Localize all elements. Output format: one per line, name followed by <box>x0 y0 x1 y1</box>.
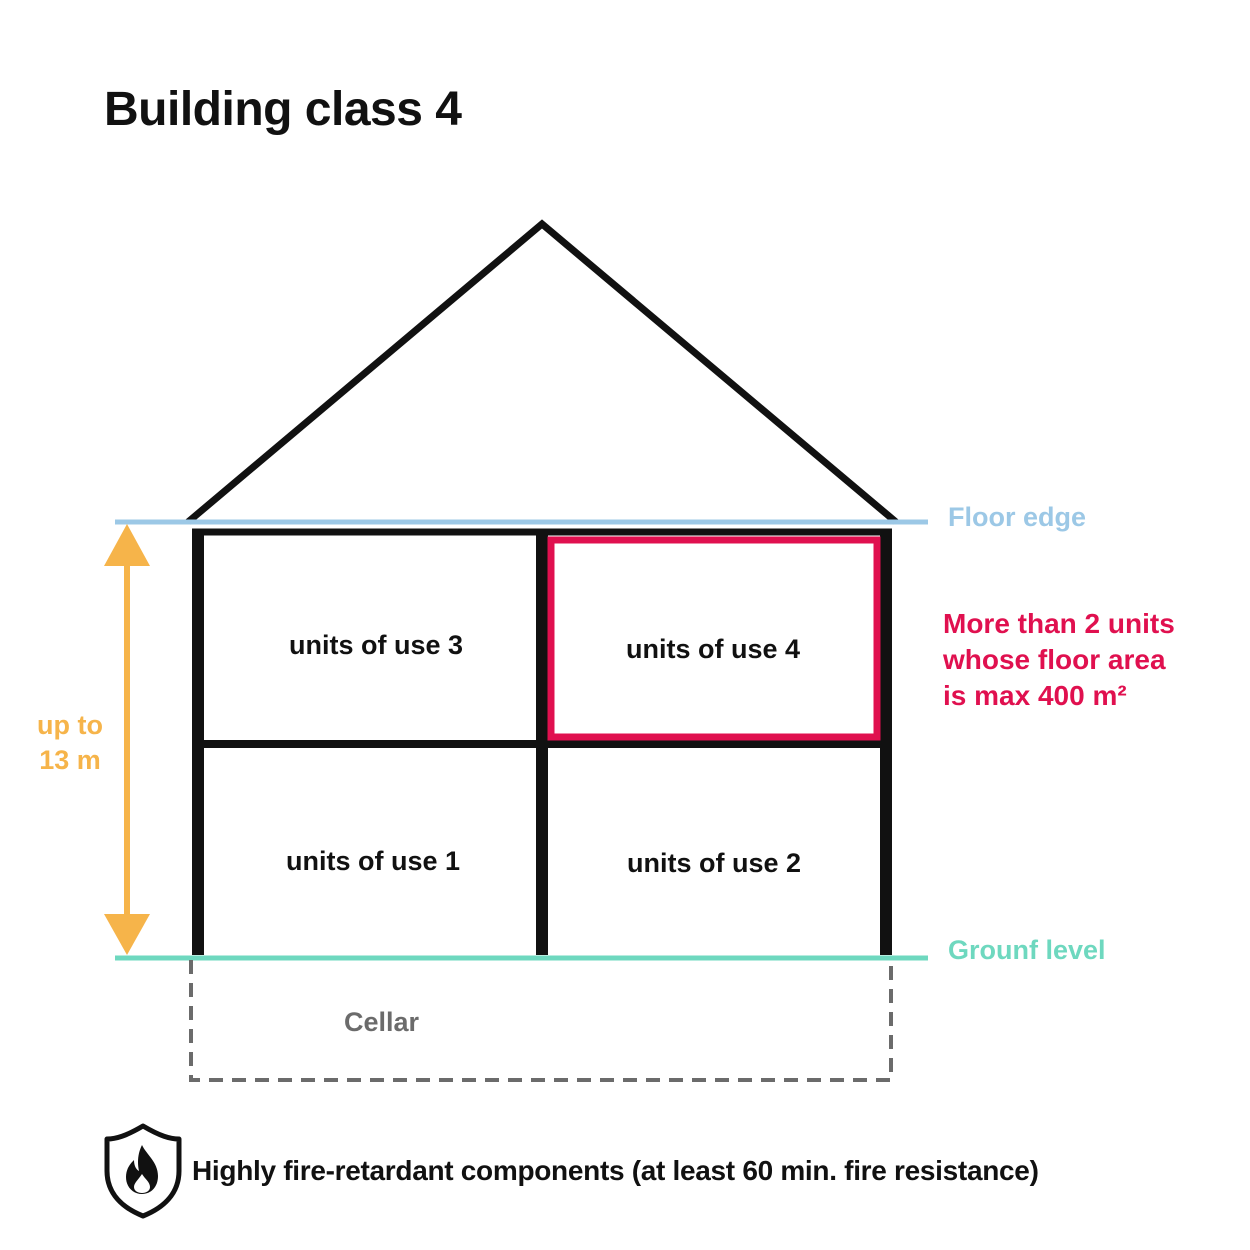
units-note-line-2: whose floor area <box>943 644 1166 675</box>
units-note-line-3: is max 400 m² <box>943 680 1127 711</box>
unit-label-3: units of use 3 <box>288 630 464 660</box>
unit-label-4: units of use 4 <box>625 634 801 664</box>
height-label-line-1: up to <box>37 710 103 740</box>
cellar-label: Cellar <box>344 1007 420 1037</box>
unit-label-2: units of use 2 <box>626 848 802 878</box>
highlight-unit-4 <box>547 536 881 741</box>
ground-level-label: Grounf level <box>948 935 1106 965</box>
height-arrow-top <box>104 524 150 566</box>
height-label: up to 13 m <box>30 708 110 778</box>
units-note: More than 2 units whose floor area is ma… <box>943 606 1233 714</box>
cellar-outline <box>189 960 893 1082</box>
floor-edge-label: Floor edge <box>948 502 1087 532</box>
height-arrow-bottom <box>104 914 150 955</box>
unit-label-1: units of use 1 <box>285 846 461 876</box>
page-title: Building class 4 <box>104 83 462 136</box>
fire-shield-icon <box>104 1123 182 1219</box>
units-note-line-1: More than 2 units <box>943 608 1175 639</box>
height-label-line-2: 13 m <box>39 745 101 775</box>
roof <box>185 219 899 525</box>
fire-resistance-note: Highly fire-retardant components (at lea… <box>192 1155 1039 1186</box>
